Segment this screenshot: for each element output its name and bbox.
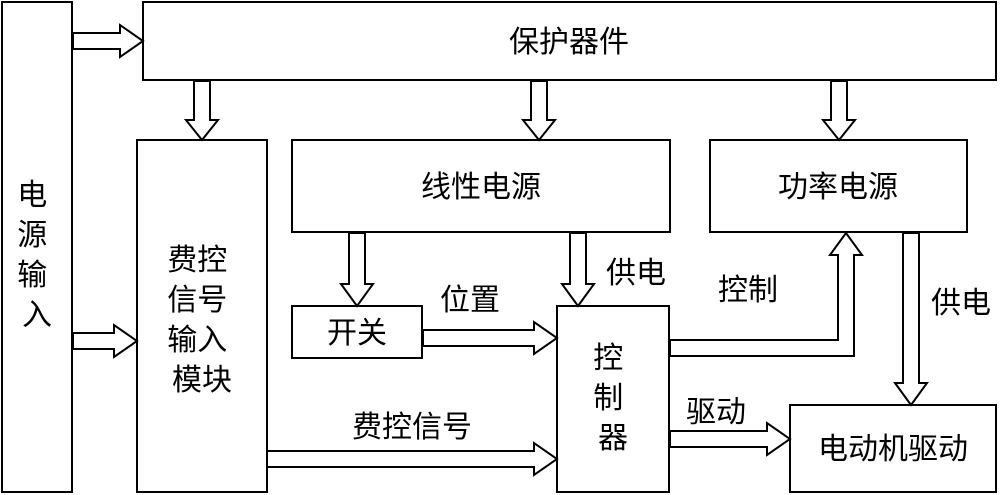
fee-signal-label: 费控信号 (352, 410, 472, 445)
controller-label: 控 制 器 (593, 341, 633, 456)
arrow-module-to-controller (266, 441, 559, 477)
power-input-label: 电 源 输 入 (17, 178, 57, 333)
linear-power-box (291, 139, 671, 233)
power-supply-label: 功率电源 (778, 170, 898, 205)
arrow-protection-to-linear-power (520, 80, 558, 142)
switch-label: 开关 (327, 316, 387, 351)
supply-label-motor: 供电 (931, 286, 991, 321)
protection-label: 保护器件 (509, 25, 629, 60)
arrow-controller-to-motor-drive (669, 421, 792, 457)
arrow-power-supply-to-motor-drive (893, 232, 929, 407)
switch-box (291, 305, 423, 359)
power-input-box (1, 1, 73, 493)
protection-box (142, 1, 997, 81)
controller-box (556, 305, 670, 493)
fee-input-module-label: 费控 信号 输入 模块 (167, 243, 237, 398)
motor-drive-box (789, 404, 997, 493)
control-label: 控制 (718, 273, 778, 308)
arrow-protection-to-power-supply (820, 80, 858, 142)
supply-label-controller: 供电 (606, 256, 666, 291)
arrow-linear-power-to-switch (339, 232, 375, 308)
arrow-linear-power-to-controller (560, 232, 596, 308)
motor-drive-label: 电动机驱动 (818, 432, 968, 467)
position-label: 位置 (440, 283, 500, 318)
arrow-switch-to-controller (422, 320, 559, 356)
power-supply-box (709, 139, 968, 233)
drive-label: 驱动 (686, 395, 746, 430)
arrow-input-to-protection (72, 23, 145, 59)
arrow-controller-to-power-supply (669, 231, 864, 357)
arrow-input-to-module (72, 323, 139, 359)
arrow-protection-to-module (183, 80, 221, 142)
linear-power-label: 线性电源 (421, 170, 541, 205)
